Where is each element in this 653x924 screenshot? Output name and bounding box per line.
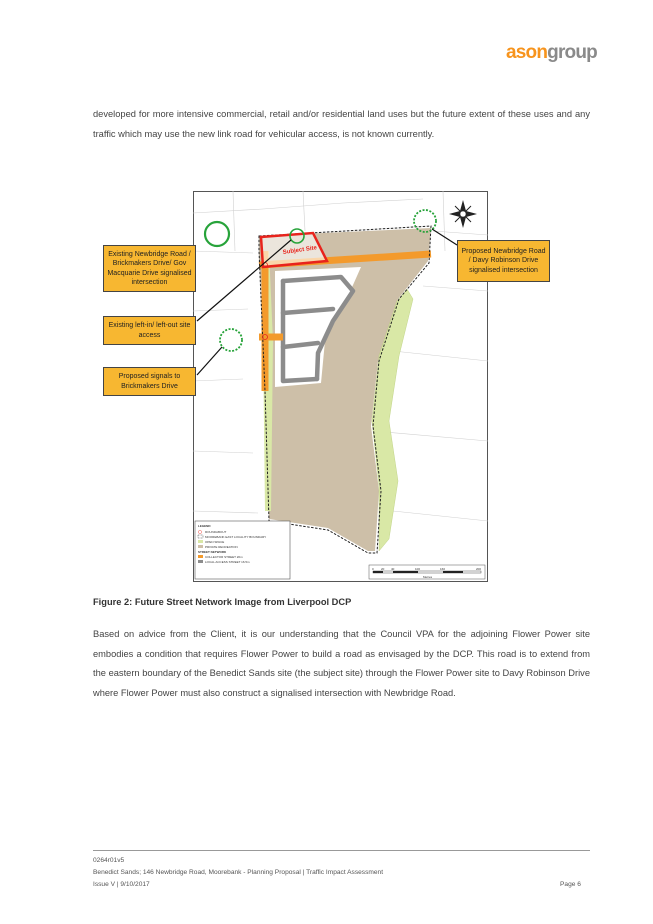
footer-divider (93, 850, 590, 851)
development-lot (275, 267, 361, 387)
locality-boundary (258, 225, 432, 554)
open-space-corridor (371, 288, 414, 552)
scale-label: 160 (440, 567, 445, 571)
street-network-map: Subject Site LEGEND ROUNDABOUT MOOREBANK… (193, 191, 488, 582)
legend-item-local-access-street: LOCAL ACCESS STREET 16.5m (205, 560, 250, 564)
company-logo: asongroup (506, 42, 598, 64)
scale-unit: Metres (423, 575, 433, 579)
callout-existing-newbridge: Existing Newbridge Road / Brickmakers Dr… (103, 245, 196, 292)
footer-project-title: Benedict Sands; 146 Newbridge Road, Moor… (93, 869, 384, 876)
scale-label: 100 (415, 567, 420, 571)
legend-item-private-recreation: PRIVATE RECREATION (205, 545, 238, 549)
body-paragraph-2: Based on advice from the Client, it is o… (93, 629, 590, 698)
scale-label: 0 (372, 567, 374, 571)
legend-street-network-title: STREET NETWORK (198, 550, 227, 554)
legend-title: LEGEND (198, 524, 211, 528)
scale-label: 20 (381, 567, 385, 571)
legend-item-open-space: OPEN SPACE (205, 540, 224, 544)
footer-doc-ref: 0264r01v5 (93, 857, 125, 864)
footer-issue: Issue V | 9/10/2017 (93, 881, 150, 888)
map-legend: LEGEND ROUNDABOUT MOOREBANK EAST LOCALIT… (194, 520, 291, 580)
page-number: Page 6 (560, 881, 581, 888)
callout-proposed-brickmakers: Proposed signals to Brickmakers Drive (103, 367, 196, 396)
logo-part-group: group (547, 42, 598, 63)
body-paragraph-1: developed for more intensive commercial,… (93, 109, 590, 139)
callout-existing-access: Existing left-in/ left-out site access (103, 316, 196, 345)
roundabout-marker (262, 334, 268, 340)
scale-bar: 0 20 40 100 160 200 Metres (368, 564, 486, 580)
cadastre-lines (193, 191, 488, 522)
legend-item-roundabout: ROUNDABOUT (205, 530, 227, 534)
scale-label: 40 (391, 567, 395, 571)
callout-proposed-newbridge: Proposed Newbridge Road / Davy Robinson … (457, 240, 550, 282)
scale-label: 200 (476, 567, 481, 571)
subject-site-label: Subject Site (282, 245, 317, 256)
legend-item-boundary: MOOREBANK EAST LOCALITY BOUNDARY (205, 535, 266, 539)
north-arrow-icon (449, 200, 477, 228)
legend-item-collector-street: COLLECTOR STREET 20m (205, 555, 243, 559)
figure-caption: Figure 2: Future Street Network Image fr… (93, 597, 352, 607)
logo-part-ason: ason (506, 42, 548, 63)
